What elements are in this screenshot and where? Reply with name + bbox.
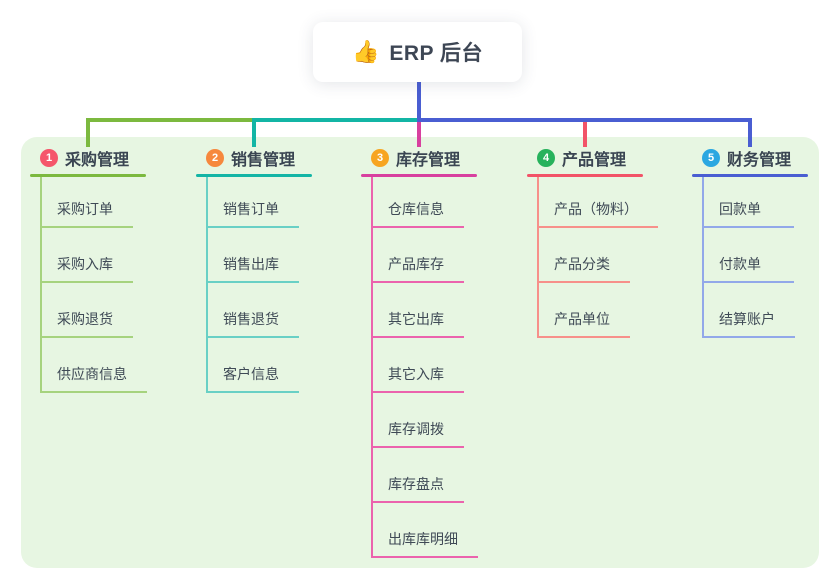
branch-number-badge: 3 (371, 149, 389, 167)
child-node-label: 销售订单 (223, 201, 279, 217)
branch-children: 销售订单 销售出库 销售退货 客户信息 (206, 177, 299, 393)
child-node-label: 付款单 (719, 256, 761, 272)
branch-underline (196, 174, 312, 177)
branch-number-badge: 4 (537, 149, 555, 167)
child-node-label: 产品分类 (554, 256, 610, 272)
child-node-label: 客户信息 (223, 366, 279, 382)
child-node[interactable]: 产品分类 (539, 228, 630, 283)
child-node[interactable]: 仓库信息 (373, 177, 464, 228)
child-node[interactable]: 销售订单 (208, 177, 299, 228)
child-node-label: 其它出库 (388, 311, 444, 327)
branch-header[interactable]: 1 采购管理 (30, 146, 192, 170)
child-node[interactable]: 结算账户 (704, 283, 795, 338)
branch-column-2: 2 销售管理 销售订单 销售出库 销售退货 客户信息 (196, 146, 358, 393)
branch-drop-line-3 (417, 120, 421, 147)
branch-column-4: 4 产品管理 产品（物料） 产品分类 产品单位 (527, 146, 689, 338)
child-node[interactable]: 采购订单 (42, 177, 133, 228)
child-node-label: 其它入库 (388, 366, 444, 382)
root-stem-line (417, 82, 421, 122)
branch-drop-line-5 (748, 120, 752, 147)
root-node[interactable]: 👍 ERP 后台 (313, 22, 522, 82)
branch-number-badge: 2 (206, 149, 224, 167)
child-node[interactable]: 采购退货 (42, 283, 133, 338)
branch-column-3: 3 库存管理 仓库信息 产品库存 其它出库 其它入库 库存调拨 库存盘点 出库库… (361, 146, 523, 558)
child-node[interactable]: 库存调拨 (373, 393, 464, 448)
branches-panel (21, 137, 819, 568)
child-node[interactable]: 产品库存 (373, 228, 464, 283)
branch-drop-line-4 (583, 120, 587, 147)
child-node[interactable]: 其它出库 (373, 283, 464, 338)
branch-title: 库存管理 (396, 152, 461, 169)
branch-number-badge: 1 (40, 149, 58, 167)
branch-children: 产品（物料） 产品分类 产品单位 (537, 177, 658, 338)
child-node[interactable]: 出库库明细 (373, 503, 478, 558)
child-node-label: 采购入库 (57, 256, 113, 272)
branch-header[interactable]: 3 库存管理 (361, 146, 523, 170)
child-node[interactable]: 销售退货 (208, 283, 299, 338)
child-node[interactable]: 库存盘点 (373, 448, 464, 503)
branch-title: 产品管理 (562, 152, 627, 169)
child-node[interactable]: 客户信息 (208, 338, 299, 393)
child-node[interactable]: 产品单位 (539, 283, 630, 338)
branch-column-1: 1 采购管理 采购订单 采购入库 采购退货 供应商信息 (30, 146, 192, 393)
child-node-label: 产品（物料） (554, 201, 638, 217)
branch-header[interactable]: 5 财务管理 (692, 146, 839, 170)
child-node[interactable]: 供应商信息 (42, 338, 147, 393)
branch-underline (30, 174, 146, 177)
child-node[interactable]: 采购入库 (42, 228, 133, 283)
rail-branch-5 (417, 118, 752, 122)
branch-header[interactable]: 2 销售管理 (196, 146, 358, 170)
child-node-label: 销售出库 (223, 256, 279, 272)
child-node-label: 采购订单 (57, 201, 113, 217)
child-node-label: 仓库信息 (388, 201, 444, 217)
child-node-label: 产品库存 (388, 256, 444, 272)
child-node-label: 销售退货 (223, 311, 279, 327)
child-node-label: 回款单 (719, 201, 761, 217)
child-node[interactable]: 回款单 (704, 177, 794, 228)
branch-number-badge: 5 (702, 149, 720, 167)
child-node-label: 产品单位 (554, 311, 610, 327)
branch-title: 销售管理 (231, 152, 296, 169)
branch-children: 仓库信息 产品库存 其它出库 其它入库 库存调拨 库存盘点 出库库明细 (371, 177, 478, 558)
child-node[interactable]: 付款单 (704, 228, 794, 283)
branch-header[interactable]: 4 产品管理 (527, 146, 689, 170)
child-node[interactable]: 销售出库 (208, 228, 299, 283)
branch-title: 财务管理 (727, 152, 792, 169)
branch-drop-line-2 (252, 120, 256, 147)
child-node-label: 库存盘点 (388, 476, 444, 492)
child-node-label: 结算账户 (719, 311, 775, 327)
branch-column-5: 5 财务管理 回款单 付款单 结算账户 (692, 146, 839, 338)
child-node-label: 出库库明细 (388, 531, 458, 547)
child-node-label: 采购退货 (57, 311, 113, 327)
thumbs-up-icon: 👍 (351, 39, 380, 64)
branch-children: 采购订单 采购入库 采购退货 供应商信息 (40, 177, 147, 393)
branch-underline (527, 174, 643, 177)
child-node[interactable]: 产品（物料） (539, 177, 658, 228)
branch-underline (361, 174, 477, 177)
branch-children: 回款单 付款单 结算账户 (702, 177, 795, 338)
rail-branch-2 (252, 118, 421, 122)
root-node-label: ERP 后台 (389, 42, 484, 65)
child-node-label: 库存调拨 (388, 421, 444, 437)
child-node[interactable]: 其它入库 (373, 338, 464, 393)
branch-drop-line-1 (86, 120, 90, 147)
branch-title: 采购管理 (65, 152, 130, 169)
child-node-label: 供应商信息 (57, 366, 127, 382)
branch-underline (692, 174, 808, 177)
